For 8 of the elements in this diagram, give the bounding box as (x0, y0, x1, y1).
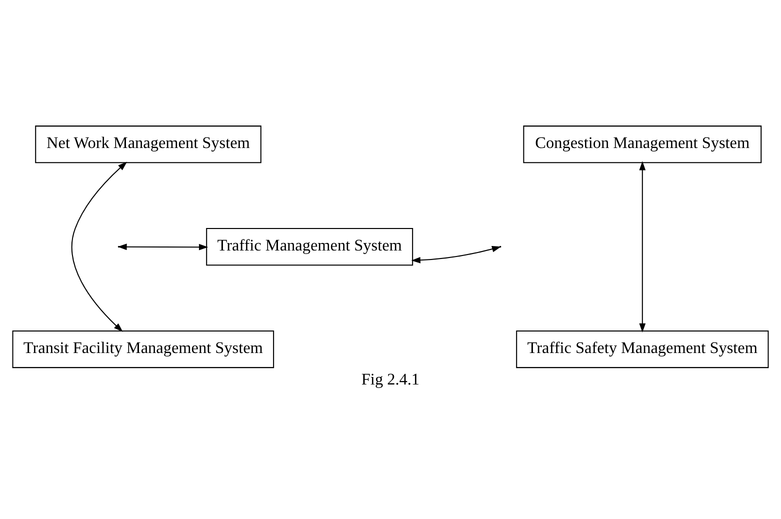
node-box: Transit Facility Management System (12, 330, 274, 368)
arrow (71, 161, 128, 332)
node-box: Traffic Safety Management System (516, 330, 769, 368)
node-box: Congestion Management System (523, 125, 762, 163)
node-box: Traffic Management System (206, 228, 414, 266)
arrow (639, 160, 646, 332)
node-box: Net Work Management System (35, 125, 262, 163)
caption: Fig 2.4.1 (361, 370, 420, 388)
